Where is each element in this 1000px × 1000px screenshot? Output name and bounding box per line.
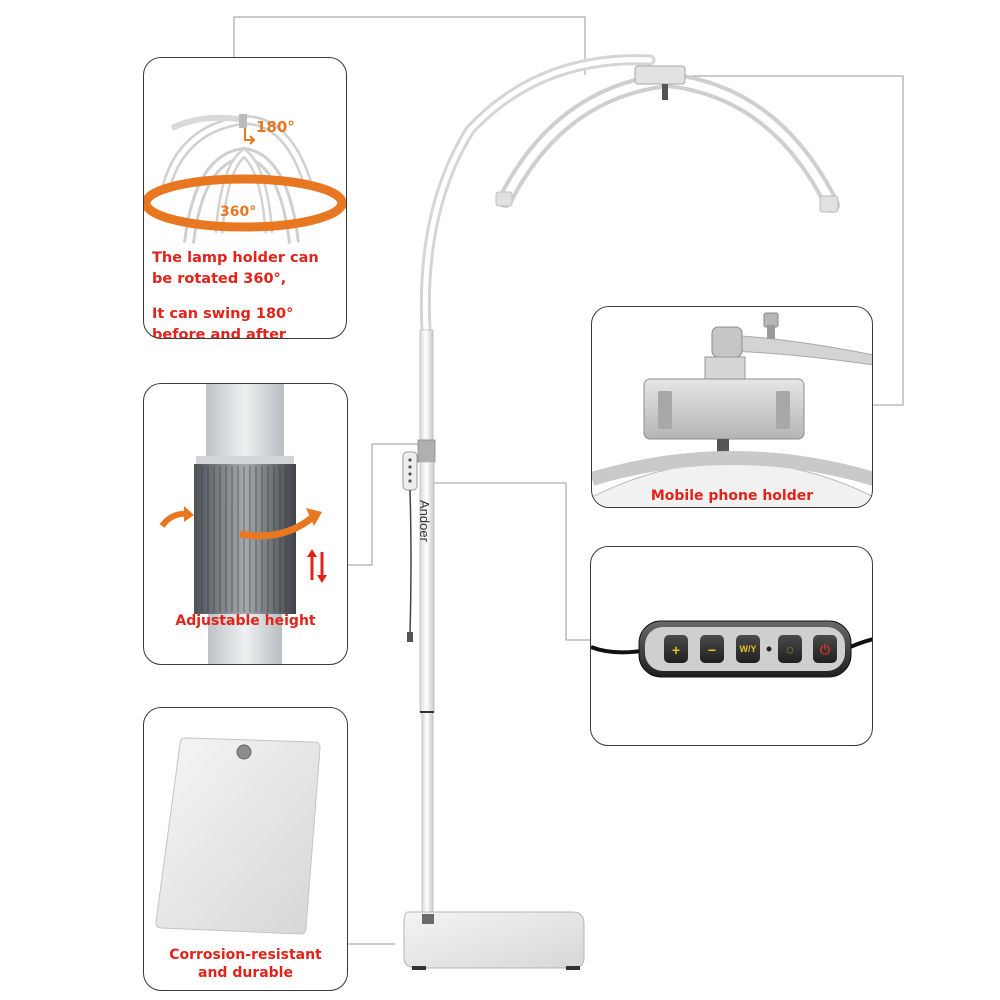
brand-label: Andoer: [417, 500, 432, 542]
phone-holder-panel: Mobile phone holder: [591, 306, 873, 508]
height-knob-illustration: [159, 384, 327, 664]
ring-lamp-head: [497, 71, 840, 213]
controller-panel: + − W/Y ◌ ⏻: [590, 546, 873, 746]
controller-illustration: [591, 620, 872, 678]
base-caption: Corrosion-resistant and durable: [144, 946, 347, 982]
base-panel: Corrosion-resistant and durable: [143, 707, 348, 991]
inline-controller: [402, 451, 418, 491]
swing-text-line-2: before and after: [152, 327, 287, 339]
height-caption: Adjustable height: [175, 613, 316, 629]
plus-key-icon: +: [671, 642, 681, 658]
color-temp-key-icon: W/Y: [739, 644, 757, 654]
phone-clamp: [634, 65, 686, 85]
base-caption-line-1: Corrosion-resistant: [169, 947, 322, 963]
minus-key-icon: −: [707, 642, 717, 658]
rotate-angle-label: 360°: [220, 204, 257, 220]
rotation-panel: 180° 360° The lamp holder can be rotated…: [143, 57, 347, 339]
phone-holder-caption: Mobile phone holder: [650, 488, 814, 504]
phone-holder-illustration: [592, 312, 872, 507]
swing-text-line-1: It can swing 180°: [152, 306, 294, 322]
rotate-text-line-1: The lamp holder can: [152, 250, 319, 266]
height-knob: [417, 439, 436, 463]
upper-pole: [419, 329, 434, 441]
rotation-illustration: [144, 114, 346, 244]
base-caption-line-2: and durable: [198, 965, 293, 981]
connector-lines: [233, 16, 904, 945]
rotation-description: The lamp holder can be rotated 360°, It …: [152, 248, 319, 339]
lower-pole: [421, 711, 434, 923]
controller-keys: [664, 635, 837, 663]
power-cable: [409, 489, 412, 636]
mode-key-icon: ◌: [786, 642, 794, 657]
height-panel: Adjustable height: [143, 383, 348, 665]
swing-angle-label: 180°: [256, 118, 295, 136]
rotate-text-line-2: be rotated 360°,: [152, 271, 287, 287]
base-plate-illustration: [155, 737, 321, 935]
power-key-icon: ⏻: [819, 642, 831, 657]
